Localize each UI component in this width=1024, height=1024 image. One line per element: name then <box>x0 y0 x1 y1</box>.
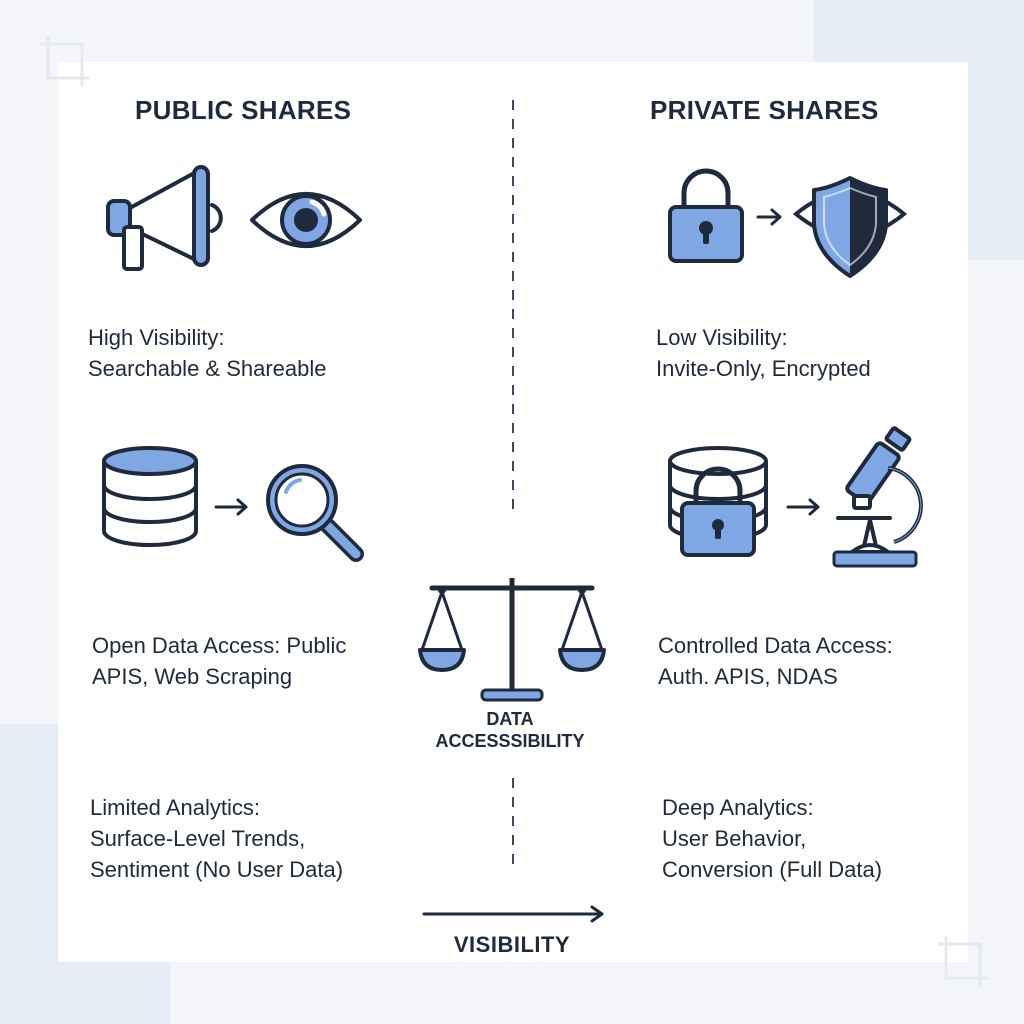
public-analytics-line: Surface-Level Trends, <box>90 826 306 851</box>
eye-icon <box>250 192 362 248</box>
public-access-line: Open Data Access: Public <box>92 633 347 658</box>
megaphone-icon <box>106 165 223 271</box>
public-shares-title: PUBLIC SHARES <box>135 95 352 125</box>
public-visibility-text: High Visibility: Searchable & Shareable <box>88 322 327 384</box>
public-access-line: APIS, Web Scraping <box>92 664 293 689</box>
database-icon <box>102 446 198 547</box>
public-visibility-line: Searchable & Shareable <box>88 356 327 381</box>
microscope-icon <box>832 426 923 568</box>
private-visibility-text: Low Visibility: Invite-Only, Encrypted <box>656 322 871 384</box>
public-analytics-line: Sentiment (No User Data) <box>90 857 344 882</box>
magnifier-icon <box>266 464 364 562</box>
center-divider <box>512 100 514 865</box>
public-analytics-text: Limited Analytics: Surface-Level Trends,… <box>90 792 343 885</box>
data-accessibility-line: ACCESSSIBILITY <box>435 731 585 751</box>
padlock-icon <box>668 168 744 263</box>
private-access-line: Auth. APIS, NDAS <box>658 664 838 689</box>
private-analytics-line: User Behavior, <box>662 826 807 851</box>
visibility-axis-arrow-icon <box>422 905 604 923</box>
visibility-axis-label: VISIBILITY <box>453 932 571 957</box>
private-access-line: Controlled Data Access: <box>658 633 893 658</box>
corner-mark-icon <box>40 36 90 86</box>
balance-scale-icon <box>418 578 606 702</box>
arrow-right-icon <box>786 498 820 516</box>
corner-mark-icon <box>938 936 988 986</box>
private-analytics-line: Deep Analytics: <box>662 795 814 820</box>
private-analytics-text: Deep Analytics: User Behavior, Conversio… <box>662 792 882 885</box>
public-access-text: Open Data Access: Public APIS, Web Scrap… <box>92 630 346 692</box>
private-visibility-line: Invite-Only, Encrypted <box>656 356 871 381</box>
public-analytics-line: Limited Analytics: <box>90 795 260 820</box>
shield-icon <box>792 176 908 278</box>
data-accessibility-line: DATA <box>486 709 534 729</box>
private-visibility-line: Low Visibility: <box>656 325 788 350</box>
private-access-text: Controlled Data Access: Auth. APIS, NDAS <box>658 630 893 692</box>
public-visibility-line: High Visibility: <box>88 325 225 350</box>
locked-database-icon <box>668 446 768 557</box>
data-accessibility-label: DATA ACCESSSIBILITY <box>410 708 610 752</box>
arrow-right-icon <box>214 498 248 516</box>
arrow-right-icon <box>756 208 782 226</box>
private-analytics-line: Conversion (Full Data) <box>662 857 883 882</box>
private-shares-title: PRIVATE SHARES <box>650 95 879 125</box>
